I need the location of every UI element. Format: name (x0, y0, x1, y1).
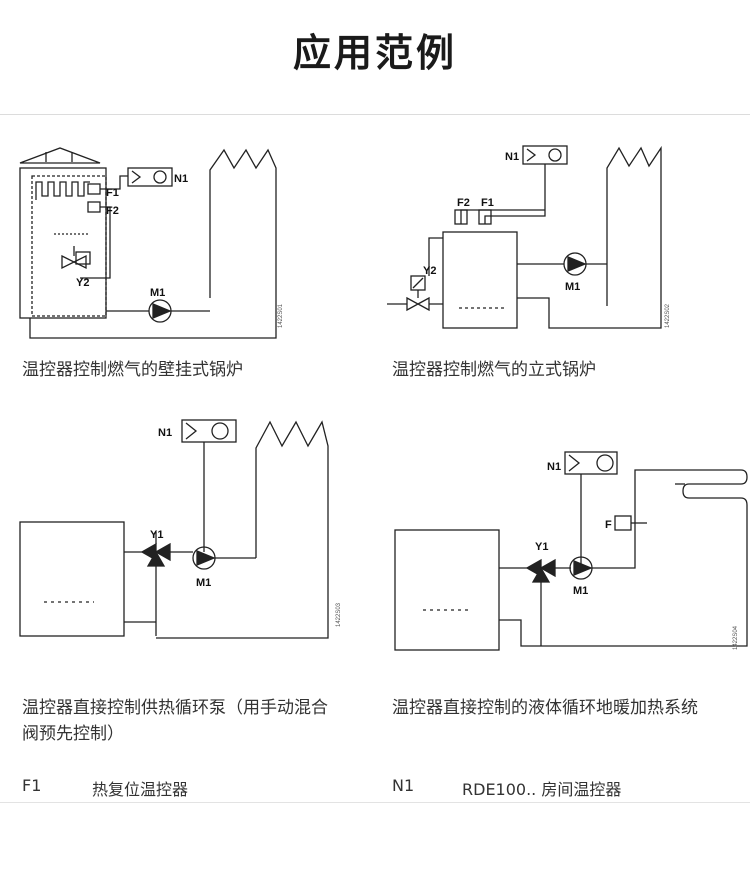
label-m1: M1 (196, 577, 211, 589)
label-n1: N1 (158, 427, 172, 439)
label-f1: F1 (106, 187, 119, 199)
label-n1: N1 (505, 151, 519, 163)
label-y2: Y2 (76, 277, 89, 289)
footer-divider (0, 802, 750, 803)
caption-wall-boiler: 温控器控制燃气的壁挂式锅炉 (22, 360, 243, 380)
label-n1: N1 (174, 173, 188, 185)
caption-pump-mixing-2: 阀预先控制） (22, 724, 124, 744)
label-y1: Y1 (535, 541, 548, 553)
caption-pump-mixing-1: 温控器直接控制供热循环泵（用手动混合 (22, 698, 328, 718)
page-title: 应用范例 (292, 31, 457, 75)
title-divider (0, 114, 750, 115)
legend-n1-code: N1 (392, 776, 415, 795)
diagram-floor-heating: N1 Y1 M1 F 1422S04 (394, 451, 748, 651)
legend-f1-code: F1 (22, 776, 42, 795)
diagram-wall-boiler: N1 F1 F2 Y2 M1 1422S01 (19, 147, 284, 339)
label-m1: M1 (565, 281, 580, 293)
label-y2: Y2 (423, 265, 436, 277)
label-f2: F2 (106, 205, 119, 217)
label-n1: N1 (547, 461, 561, 473)
diagram-code: 1422S03 (336, 602, 342, 627)
legend-n1-desc: RDE100.. 房间温控器 (462, 780, 622, 799)
label-y1: Y1 (150, 529, 163, 541)
label-f: F (605, 519, 612, 531)
diagram-pump-mixing: N1 Y1 M1 1422S03 (19, 419, 342, 639)
label-m1: M1 (150, 287, 165, 299)
legend-f1-desc: 热复位温控器 (92, 780, 189, 799)
label-f1: F1 (481, 197, 494, 209)
diagram-code: 1422S02 (665, 303, 671, 328)
diagram-code: 1422S01 (278, 303, 284, 328)
label-f2: F2 (457, 197, 470, 209)
caption-floor-boiler: 温控器控制燃气的立式锅炉 (392, 360, 596, 380)
caption-floor-heating: 温控器直接控制的液体循环地暖加热系统 (392, 698, 698, 718)
label-m1: M1 (573, 585, 588, 597)
diagram-code: 1422S04 (733, 625, 739, 650)
diagram-floor-boiler: N1 F2 F1 Y2 M1 1422S02 (387, 145, 671, 329)
